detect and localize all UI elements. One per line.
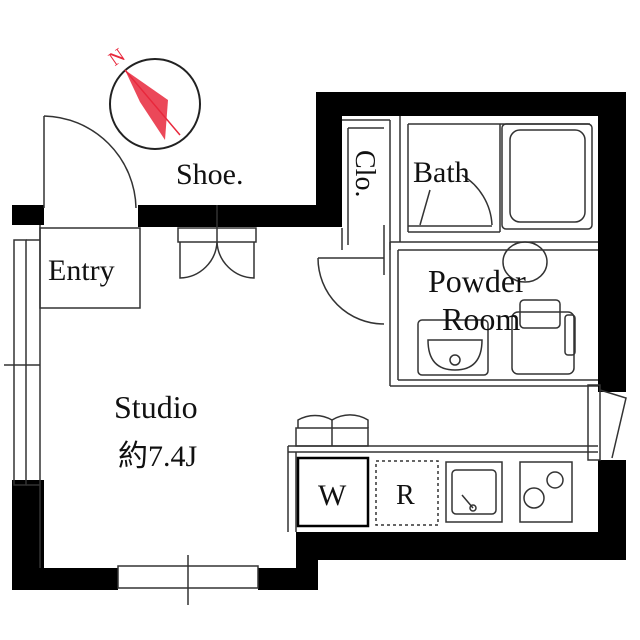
- room-label-studio: Studio: [114, 389, 198, 425]
- room-label-powder: Powder: [428, 263, 526, 299]
- room-label-room: Room: [442, 301, 520, 337]
- room-label-entry: Entry: [48, 254, 115, 287]
- compass-circle: [109, 58, 201, 150]
- compass-north-label: N: [105, 44, 129, 70]
- room-size-studio: 約7.4J: [118, 440, 197, 473]
- room-label-closet: Clo.: [349, 150, 380, 197]
- walls: [12, 92, 626, 590]
- washer-label: W: [318, 479, 347, 512]
- room-label-bath: Bath: [413, 156, 470, 189]
- fridge-label: R: [396, 480, 415, 511]
- interior-lines: [4, 115, 627, 605]
- compass-needle-icon: [125, 70, 168, 140]
- compass: N: [105, 44, 201, 150]
- room-label-shoe: Shoe.: [176, 158, 244, 191]
